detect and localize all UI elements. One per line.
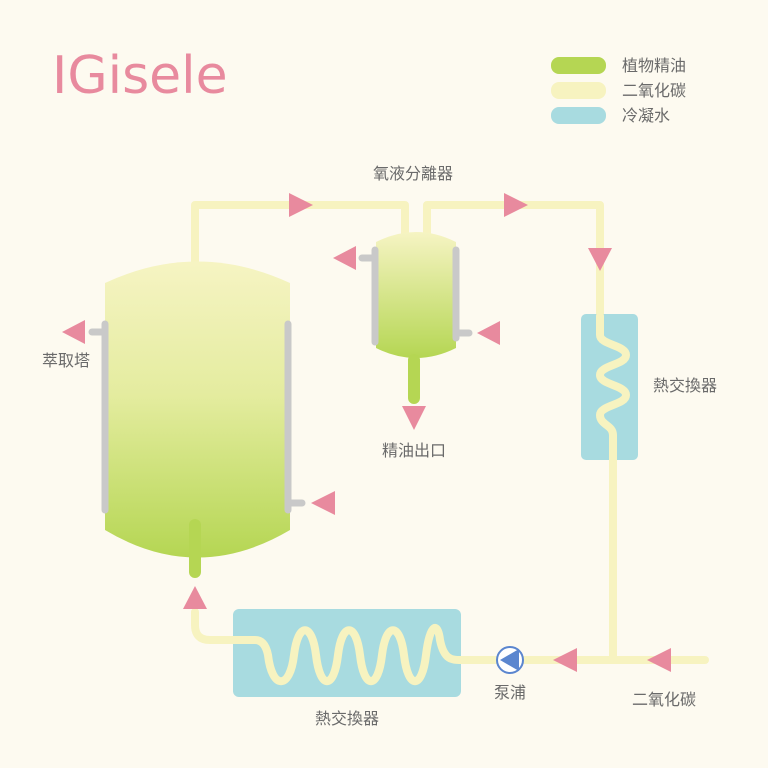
title: IGisele: [52, 46, 228, 106]
separator-label: 氧液分離器: [373, 164, 453, 183]
legend: 植物精油 二氧化碳 冷凝水: [551, 56, 686, 125]
extraction-tower: [88, 261, 306, 578]
arrow-down-icon: [402, 406, 426, 430]
oil-outlet-label: 精油出口: [382, 441, 446, 460]
heat-exchanger-bottom-label: 熱交換器: [315, 709, 379, 728]
legend-label-water: 冷凝水: [622, 106, 670, 125]
extraction-tower-label: 萃取塔: [42, 351, 90, 370]
legend-label-oil: 植物精油: [622, 56, 686, 75]
arrow-left-icon: [553, 648, 577, 672]
arrow-left-icon: [477, 321, 500, 345]
arrow-left-icon: [62, 320, 85, 344]
legend-label-co2: 二氧化碳: [622, 81, 686, 100]
co2-inlet-label: 二氧化碳: [632, 690, 696, 709]
arrow-left-icon: [647, 648, 671, 672]
arrow-right-icon: [504, 193, 528, 217]
pump-icon: [496, 646, 524, 674]
legend-swatch-co2: [551, 82, 606, 99]
separator: [358, 232, 473, 404]
pipe-to-tower: [191, 608, 237, 644]
legend-swatch-oil: [551, 57, 606, 74]
heat-exchanger-right: [581, 312, 638, 464]
pump-label: 泵浦: [494, 683, 526, 702]
arrow-right-icon: [289, 193, 313, 217]
arrow-left-icon: [333, 246, 356, 270]
arrow-up-icon: [183, 586, 207, 609]
legend-swatch-water: [551, 107, 606, 124]
arrow-left-icon: [311, 491, 335, 515]
heat-exchanger-bottom: [229, 609, 465, 697]
arrow-down-icon: [588, 248, 612, 271]
heat-exchanger-right-label: 熱交換器: [653, 376, 717, 395]
